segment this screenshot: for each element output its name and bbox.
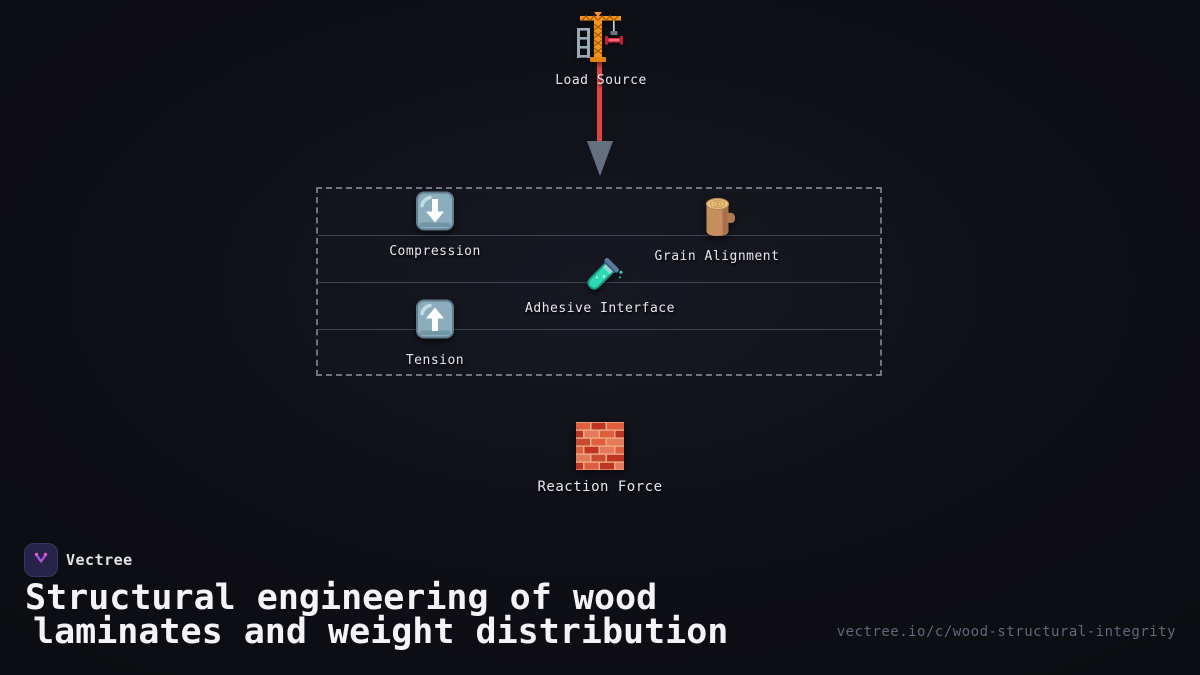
load-force-line [597,40,602,143]
crane-icon [574,12,624,68]
card-title-line2: laminates and weight distribution [33,612,729,652]
laminate-layer-line [318,235,880,236]
grain-alignment-label: Grain Alignment [654,249,780,264]
brick-wall-icon [576,422,624,474]
down-arrow-button-icon [415,190,455,236]
laminate-layer-line [318,329,880,330]
wood-log-icon [699,194,736,244]
card-title-line1: Structural engineering of wood [25,578,658,618]
compression-label: Compression [389,244,481,259]
adhesive-interface-label: Adhesive Interface [525,301,675,316]
up-arrow-button-icon [415,298,455,344]
card-title: Structural engineering of wood laminates… [25,578,729,652]
load-source-label: Load Source [555,73,647,88]
test-tube-icon [579,253,623,303]
tension-label: Tension [405,353,465,368]
card-url: vectree.io/c/wood-structural-integrity [836,624,1176,640]
vectree-branch-icon [34,552,48,568]
brand-name: Vectree [66,551,133,569]
reaction-force-label: Reaction Force [537,479,663,495]
vectree-logo [24,543,58,577]
load-force-arrowhead-icon [587,141,613,176]
